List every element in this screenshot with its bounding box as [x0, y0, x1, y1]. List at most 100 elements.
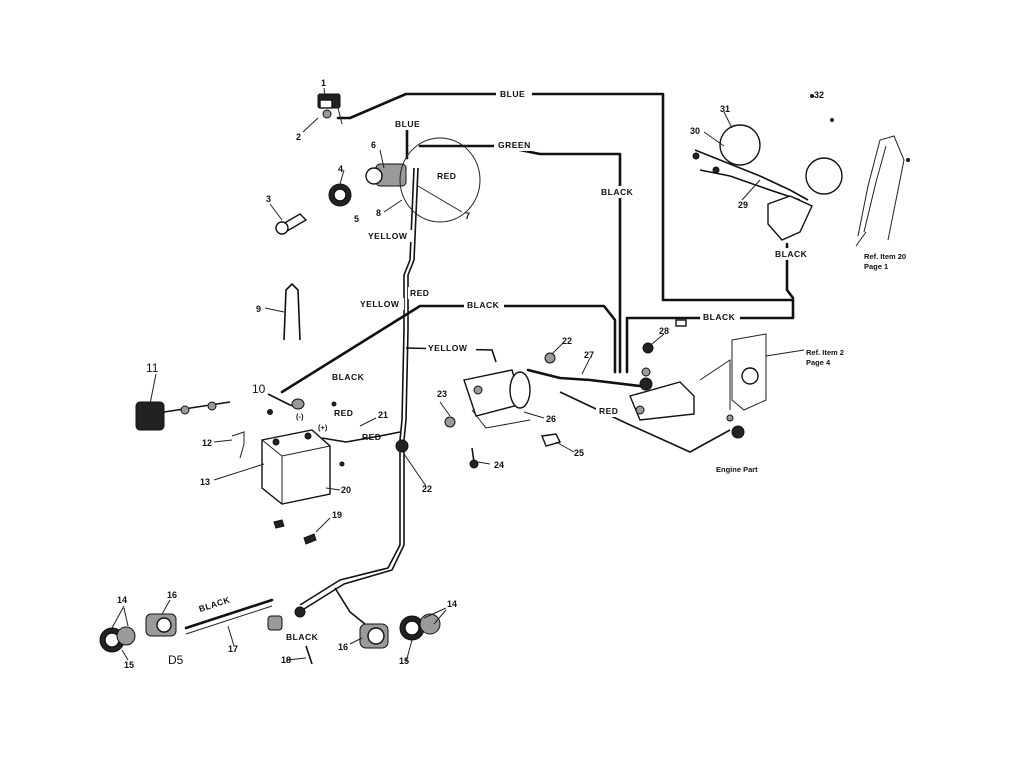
- wire-label-black-5: BLACK: [332, 372, 365, 382]
- terminal-part-b: [273, 519, 285, 529]
- callout-16b: 16: [338, 642, 348, 652]
- small-dot: [810, 94, 814, 98]
- engine-outline: [699, 333, 767, 411]
- wire-label-black-3: BLACK: [467, 300, 500, 310]
- red-wire-battery: [321, 431, 401, 443]
- wire-label-black-1: BLACK: [601, 187, 634, 197]
- small-dot-d: [339, 461, 345, 467]
- cable-17-b: [185, 605, 273, 635]
- callout-12: 12: [202, 438, 212, 448]
- fuse-part: [642, 319, 687, 354]
- wire-label-red-1: RED: [437, 171, 456, 181]
- callout-15b: 15: [399, 656, 409, 666]
- blue-wire: [336, 92, 795, 374]
- socket-right: [359, 623, 389, 649]
- callout-23: 23: [437, 389, 447, 399]
- callout-10: 10: [252, 382, 266, 396]
- terminal-25-part: [541, 433, 562, 447]
- wire-label-black-7: BLACK: [286, 632, 319, 642]
- black-cable-17: [184, 598, 274, 630]
- key-part: [274, 213, 308, 235]
- callout-16a: 16: [167, 590, 177, 600]
- callout-6: 6: [371, 140, 376, 150]
- solenoid-part: [135, 401, 231, 431]
- wire-label-red-5: RED: [599, 406, 618, 416]
- diagram-code: D5: [168, 653, 184, 667]
- small-dot-b: [830, 118, 834, 122]
- small-dot-c: [906, 158, 910, 162]
- headlight-right: [399, 613, 441, 641]
- engine-stud: [726, 414, 734, 422]
- wire-label-green: GREEN: [498, 140, 531, 150]
- yellow-harness: [299, 167, 415, 606]
- ref-item-20-line1: Ref. Item 20: [864, 252, 906, 261]
- leader-lines: [111, 87, 867, 663]
- callout-18: 18: [281, 655, 291, 665]
- wire-label-black-2: BLACK: [775, 249, 808, 259]
- callout-8: 8: [376, 208, 381, 218]
- rear-lamp-part: [692, 124, 843, 241]
- parts: [99, 87, 910, 665]
- ref-item-2-line1: Ref. Item 2: [806, 348, 844, 357]
- grommet-top: [544, 352, 556, 364]
- callout-26: 26: [546, 414, 556, 424]
- connector-part: [267, 398, 305, 415]
- callout-2: 2: [296, 132, 301, 142]
- fender-outline: [857, 135, 905, 241]
- callout-11: 11: [146, 361, 159, 375]
- callout-19: 19: [332, 510, 342, 520]
- ignition-switch-part: [365, 137, 481, 223]
- wire-label-blue-mid: BLUE: [395, 119, 420, 129]
- callout-7: 7: [465, 211, 470, 221]
- callout-15a: 15: [124, 660, 134, 670]
- red-wire-starter: [526, 368, 642, 388]
- callout-14b: 14: [447, 599, 457, 609]
- wire-label-yellow-2: YELLOW: [360, 299, 400, 309]
- green-wire: [418, 144, 622, 374]
- callout-9: 9: [256, 304, 261, 314]
- relay-part: [629, 367, 695, 421]
- battery-minus-label: (-): [296, 412, 304, 421]
- light-switch-part: [317, 93, 343, 125]
- headlight-left: [99, 613, 177, 653]
- wire-label-red-2: RED: [410, 288, 429, 298]
- reference-notes: Ref. Item 20 Page 1 Ref. Item 2 Page 4 E…: [168, 252, 906, 667]
- callout-numbers: 1 2 3 4 5 6 7 8 9 10 11 12 13 14 14 15 1…: [117, 78, 824, 670]
- callout-5: 5: [354, 214, 359, 224]
- callout-22a: 22: [562, 336, 572, 346]
- callout-1: 1: [321, 78, 326, 88]
- starter-motor-part: [463, 369, 531, 429]
- callout-30: 30: [690, 126, 700, 136]
- terminal-part: [303, 533, 317, 545]
- engine-part-connector: [731, 425, 745, 439]
- engine-part-note: Engine Part: [716, 465, 758, 474]
- nut-23-part: [444, 416, 456, 428]
- bolt-head: [469, 459, 479, 469]
- wire-label-black-4: BLACK: [703, 312, 736, 322]
- callout-4: 4: [338, 164, 343, 174]
- ref-item-2-line2: Page 4: [806, 358, 831, 367]
- callout-32: 32: [814, 90, 824, 100]
- callout-13: 13: [200, 477, 210, 487]
- black-wire-middle: [280, 304, 617, 394]
- nut-part: [328, 183, 352, 207]
- callout-22b: 22: [422, 484, 432, 494]
- callout-3: 3: [266, 194, 271, 204]
- harness-branch: [334, 587, 371, 629]
- rear-harness: [694, 149, 809, 201]
- wire-harness: [184, 92, 809, 635]
- red-wire-engine: [559, 391, 731, 453]
- callout-24: 24: [494, 460, 504, 470]
- callout-31: 31: [720, 104, 730, 114]
- yellow-harness-b: [303, 167, 419, 610]
- grommet-part: [395, 439, 409, 453]
- battery-part: [261, 429, 331, 505]
- rear-harness-b: [699, 169, 801, 201]
- callout-14a: 14: [117, 595, 127, 605]
- battery-plus-label: (+): [318, 423, 328, 432]
- screw-part: [305, 645, 313, 665]
- callout-29: 29: [738, 200, 748, 210]
- wire-label-red-3: RED: [334, 408, 353, 418]
- wire-label-yellow-3: YELLOW: [428, 343, 468, 353]
